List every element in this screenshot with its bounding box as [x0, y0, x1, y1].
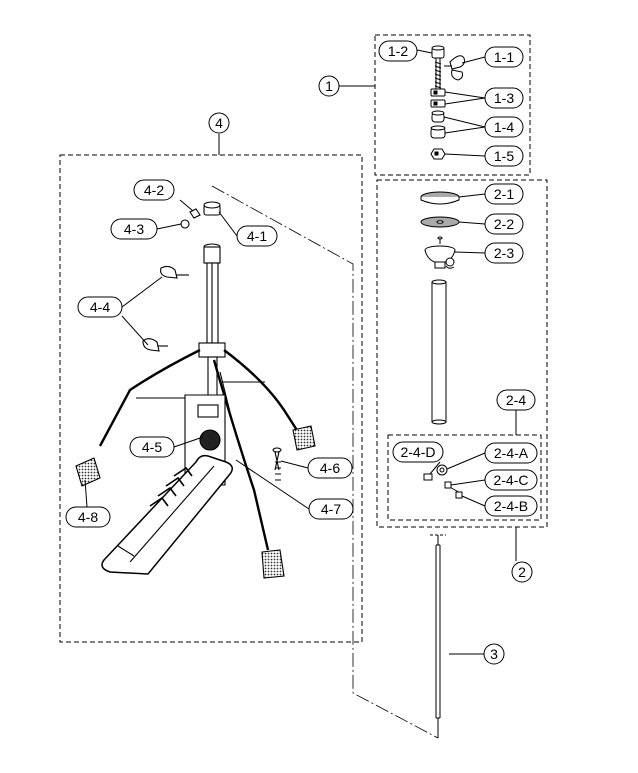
part-leaders	[84, 49, 486, 510]
svg-text:2-4: 2-4	[506, 392, 526, 408]
svg-text:3: 3	[490, 646, 498, 662]
part-label-4-2: 4-2	[133, 179, 175, 201]
pull-rod	[430, 534, 446, 738]
part-label-2-4-B: 2-4-B	[484, 495, 538, 517]
group-box-1	[374, 34, 531, 176]
group-box-4	[59, 154, 363, 643]
part-label-4-8: 4-8	[65, 506, 111, 528]
part-label-2-4: 2-4	[496, 389, 536, 411]
svg-text:1-4: 1-4	[494, 119, 514, 135]
part-label-2-3: 2-3	[484, 242, 524, 264]
svg-text:4-7: 4-7	[321, 501, 341, 517]
svg-text:4-1: 4-1	[247, 228, 267, 244]
group-callout-2: 2	[511, 561, 533, 583]
part-label-2-4-D: 2-4-D	[392, 441, 444, 463]
part-label-1-2: 1-2	[378, 40, 418, 62]
svg-text:1-2: 1-2	[388, 43, 408, 59]
svg-text:4-6: 4-6	[320, 460, 340, 476]
part-label-4-5: 4-5	[129, 436, 175, 458]
svg-text:2-1: 2-1	[494, 186, 514, 202]
svg-text:4-8: 4-8	[78, 509, 98, 525]
svg-text:2-3: 2-3	[494, 245, 514, 261]
group-box-2-4	[387, 434, 542, 521]
part-label-2-4-A: 2-4-A	[484, 442, 538, 464]
assembly-axis-line	[211, 185, 439, 739]
clutch-parts	[430, 45, 465, 160]
group-box-2	[376, 179, 548, 528]
part-label-2-2: 2-2	[484, 213, 524, 235]
svg-text:4-4: 4-4	[90, 299, 110, 315]
part-label-1-5: 1-5	[484, 145, 524, 167]
group-callout-4: 4	[208, 112, 230, 134]
svg-text:1: 1	[325, 78, 333, 94]
svg-text:2-2: 2-2	[494, 216, 514, 232]
part-label-1-4: 1-4	[484, 116, 524, 138]
part-label-2-1: 2-1	[484, 183, 524, 205]
part-label-2-4-C: 2-4-C	[484, 469, 538, 491]
part-label-4-7: 4-7	[308, 498, 354, 520]
hihat-stand-body	[75, 201, 316, 579]
part-label-4-1: 4-1	[236, 225, 278, 247]
group-callout-3: 3	[483, 643, 505, 665]
svg-text:2-4-A: 2-4-A	[494, 445, 529, 461]
svg-text:2-4-B: 2-4-B	[494, 498, 528, 514]
part-label-1-1: 1-1	[484, 46, 524, 68]
svg-text:1-5: 1-5	[494, 148, 514, 164]
seat-cup-parts	[420, 191, 463, 499]
svg-text:4-5: 4-5	[142, 439, 162, 455]
svg-text:1-1: 1-1	[494, 49, 514, 65]
part-labels: 1-2 1-1 1-3 1-4 1-5 2-1 2-2 2-3	[65, 40, 538, 528]
group-leaders	[218, 85, 517, 655]
svg-text:2: 2	[518, 564, 526, 580]
svg-text:4-3: 4-3	[124, 221, 144, 237]
svg-text:1-3: 1-3	[494, 90, 514, 106]
part-label-4-3: 4-3	[110, 218, 158, 240]
part-label-1-3: 1-3	[484, 87, 524, 109]
part-label-4-4: 4-4	[77, 296, 123, 318]
part-label-4-6: 4-6	[307, 457, 353, 479]
svg-text:2-4-C: 2-4-C	[493, 472, 528, 488]
svg-text:2-4-D: 2-4-D	[400, 444, 435, 460]
svg-text:4: 4	[215, 115, 223, 131]
svg-text:4-2: 4-2	[144, 182, 164, 198]
group-callout-1: 1	[318, 75, 340, 97]
